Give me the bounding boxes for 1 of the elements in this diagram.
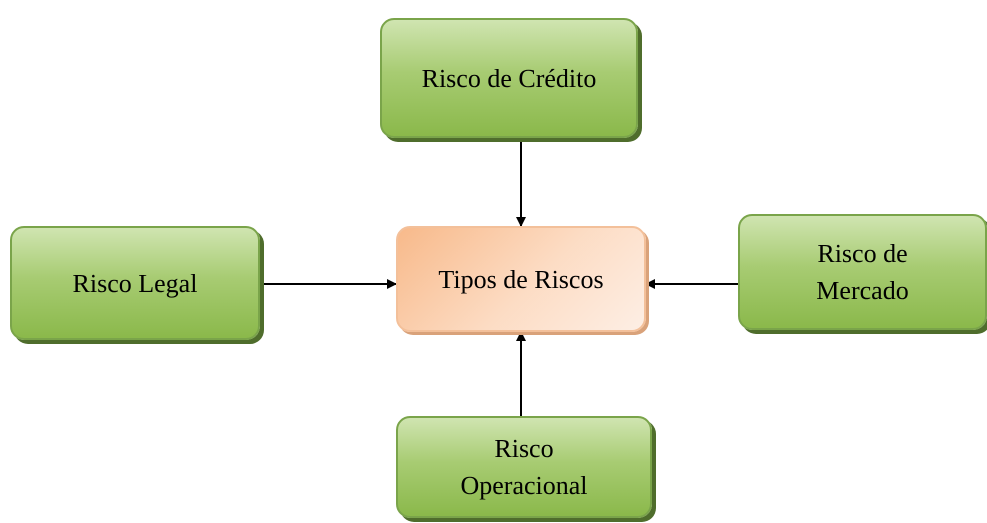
- center-box: Tipos de Riscos: [396, 226, 646, 332]
